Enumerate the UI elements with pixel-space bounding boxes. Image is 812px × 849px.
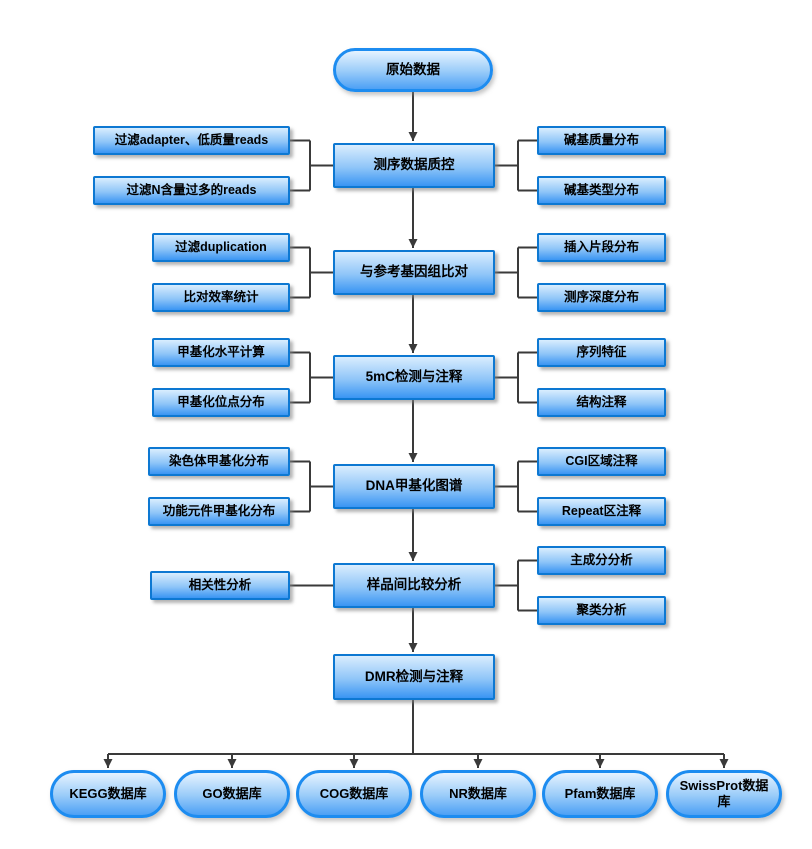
subnode-base-type-dist: 碱基类型分布 xyxy=(537,176,666,205)
db-pfam: Pfam数据库 xyxy=(542,770,658,818)
db-cog: COG数据库 xyxy=(296,770,412,818)
fanout-connectors xyxy=(103,700,729,768)
node-reference-alignment: 与参考基因组比对 xyxy=(333,250,495,295)
subnode-repeat-region-annotation: Repeat区注释 xyxy=(537,497,666,526)
row4-connectors xyxy=(290,460,537,513)
row1-connectors xyxy=(290,139,537,192)
node-dmr-detection: DMR检测与注释 xyxy=(333,654,495,700)
row2-connectors xyxy=(290,246,537,299)
subnode-mapping-efficiency: 比对效率统计 xyxy=(152,283,290,312)
subnode-functional-element-methylation: 功能元件甲基化分布 xyxy=(148,497,290,526)
node-raw-data: 原始数据 xyxy=(333,48,493,92)
subnode-filter-adapter: 过滤adapter、低质量reads xyxy=(93,126,290,155)
db-kegg: KEGG数据库 xyxy=(50,770,166,818)
subnode-sequencing-depth-dist: 测序深度分布 xyxy=(537,283,666,312)
subnode-methylation-level: 甲基化水平计算 xyxy=(152,338,290,367)
subnode-correlation-analysis: 相关性分析 xyxy=(150,571,290,600)
node-5mc-detection: 5mC检测与注释 xyxy=(333,355,495,400)
subnode-insert-size-dist: 插入片段分布 xyxy=(537,233,666,262)
node-sample-comparison: 样品间比较分析 xyxy=(333,563,495,608)
subnode-base-quality-dist: 碱基质量分布 xyxy=(537,126,666,155)
node-dna-methylome: DNA甲基化图谱 xyxy=(333,464,495,509)
subnode-filter-duplication: 过滤duplication xyxy=(152,233,290,262)
subnode-cgi-region-annotation: CGI区域注释 xyxy=(537,447,666,476)
db-go: GO数据库 xyxy=(174,770,290,818)
db-swissprot: SwissProt数据库 xyxy=(666,770,782,818)
subnode-methylation-site-dist: 甲基化位点分布 xyxy=(152,388,290,417)
subnode-pca: 主成分分析 xyxy=(537,546,666,575)
subnode-cluster-analysis: 聚类分析 xyxy=(537,596,666,625)
subnode-chromosome-methylation: 染色体甲基化分布 xyxy=(148,447,290,476)
subnode-structure-annotation: 结构注释 xyxy=(537,388,666,417)
db-nr: NR数据库 xyxy=(420,770,536,818)
row3-connectors xyxy=(290,351,537,404)
row5-connectors xyxy=(290,559,537,612)
node-sequencing-qc: 测序数据质控 xyxy=(333,143,495,188)
subnode-filter-n-reads: 过滤N含量过多的reads xyxy=(93,176,290,205)
subnode-sequence-feature: 序列特征 xyxy=(537,338,666,367)
